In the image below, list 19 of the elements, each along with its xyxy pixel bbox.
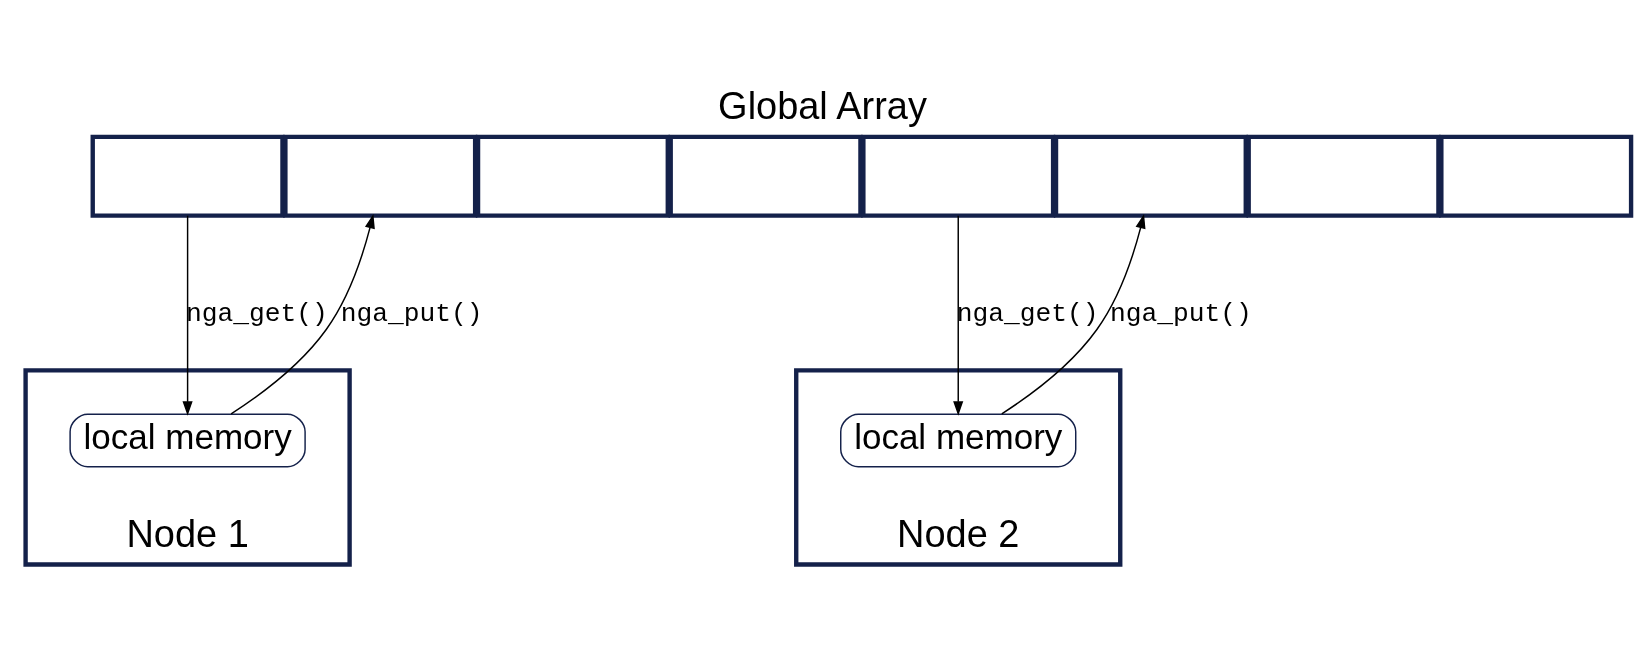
node-box bbox=[1439, 134, 1634, 218]
edge-label: nga_put() bbox=[1109, 298, 1252, 329]
arrow bbox=[182, 214, 193, 416]
node-box bbox=[861, 134, 1056, 218]
edge-label: nga_get() bbox=[186, 298, 328, 329]
diagram-title: Global Array bbox=[718, 84, 927, 127]
edge-label: nga_put() bbox=[340, 298, 483, 329]
node-box: local memory bbox=[840, 412, 1077, 467]
node-box bbox=[475, 134, 670, 218]
node-box bbox=[1246, 134, 1441, 218]
arrow bbox=[953, 214, 964, 416]
node-box bbox=[1053, 134, 1248, 218]
arrow bbox=[230, 213, 375, 415]
edge-label: nga_get() bbox=[956, 298, 1099, 329]
node-box bbox=[283, 134, 478, 218]
node-box bbox=[90, 134, 285, 218]
node-box: local memory bbox=[69, 412, 306, 467]
arrow bbox=[1001, 213, 1146, 415]
node-box bbox=[668, 134, 863, 218]
